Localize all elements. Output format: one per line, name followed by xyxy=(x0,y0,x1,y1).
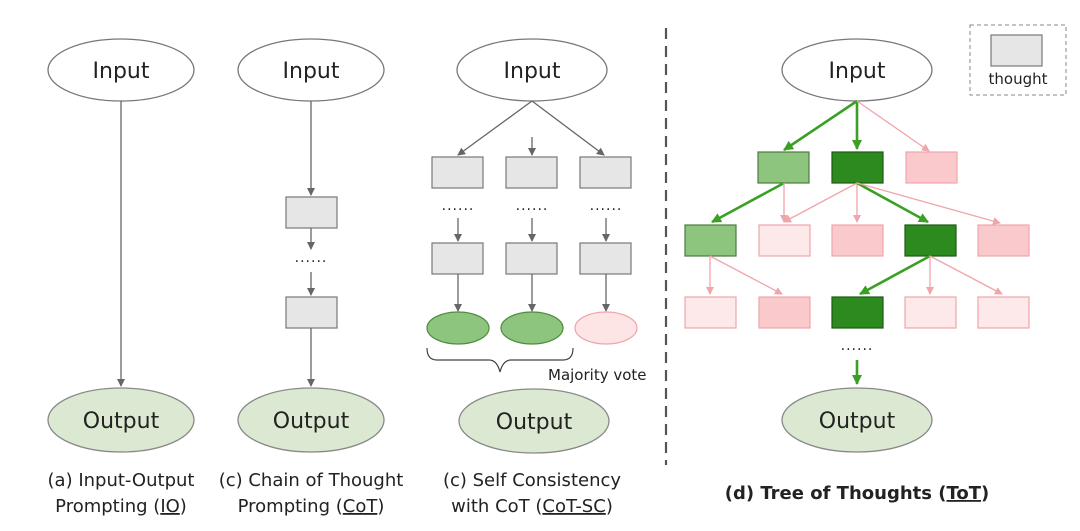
sc-output-label: Output xyxy=(496,410,573,435)
sc-answer-node xyxy=(574,311,638,345)
tot-thought-node xyxy=(684,296,737,329)
io-link: IO xyxy=(160,496,179,517)
tot-panel: thought Input xyxy=(684,24,1067,504)
tot-link: ToT xyxy=(946,483,981,504)
tot-edge-pruned xyxy=(929,255,1003,295)
sc-answer-node xyxy=(426,311,490,345)
majority-vote-label: Majority vote xyxy=(548,366,647,384)
cot-sc-link: CoT-SC xyxy=(542,496,605,517)
tot-thought-node xyxy=(758,296,811,329)
io-output-node xyxy=(47,387,195,453)
sc-input-label: Input xyxy=(504,59,561,84)
cot-thought-node xyxy=(285,296,338,329)
sc-thought-node xyxy=(505,156,558,189)
cot-sc-panel: Input ...... ...... ...... Majority vote… xyxy=(426,38,647,517)
tot-thought-node xyxy=(831,296,884,329)
sc-edge xyxy=(457,100,533,156)
tot-output-label: Output xyxy=(819,409,896,434)
legend-label: thought xyxy=(989,70,1048,88)
tot-thought-node xyxy=(905,151,958,184)
tot-edge-pruned xyxy=(856,182,1001,225)
tot-thought-node xyxy=(977,224,1030,257)
cot-output-node xyxy=(237,387,385,453)
sc-thought-node xyxy=(505,242,558,275)
tot-thought-node xyxy=(831,224,884,257)
tot-input-label: Input xyxy=(829,59,886,84)
tot-edge-selected xyxy=(783,99,858,152)
legend-thought-swatch xyxy=(990,34,1043,67)
cot-panel: Input ...... Output (c) Chain of Thought… xyxy=(219,38,404,517)
io-caption-line1: (a) Input-Output xyxy=(48,470,195,491)
sc-answer-node xyxy=(500,311,564,345)
sc-caption-line1: (c) Self Consistency xyxy=(443,470,621,491)
tot-thought-node xyxy=(977,296,1030,329)
sc-dots: ...... xyxy=(590,198,623,214)
cot-caption-line1: (c) Chain of Thought xyxy=(219,470,404,491)
sc-thought-node xyxy=(579,156,632,189)
tot-caption: (d) Tree of Thoughts (ToT) xyxy=(725,483,990,504)
tot-edge-selected xyxy=(711,181,785,224)
tot-thought-node xyxy=(757,151,810,184)
sc-output-node xyxy=(458,388,610,454)
cot-caption-line2: Prompting (CoT) xyxy=(238,496,385,517)
tot-edge-selected xyxy=(856,181,929,224)
sc-dots: ...... xyxy=(516,198,549,214)
tot-edge-pruned xyxy=(783,182,858,223)
tot-thought-node xyxy=(758,224,811,257)
tot-thought-node xyxy=(904,296,957,329)
tot-edge-selected xyxy=(859,254,931,296)
sc-thought-node xyxy=(431,242,484,275)
tot-thought-node xyxy=(831,151,884,184)
tot-thought-node xyxy=(904,224,957,257)
io-output-label: Output xyxy=(83,409,160,434)
cot-input-label: Input xyxy=(283,59,340,84)
cot-link: CoT xyxy=(343,496,379,517)
cot-thought-node xyxy=(285,196,338,229)
tot-dots: ...... xyxy=(841,338,874,354)
io-caption-line2: Prompting (IO) xyxy=(55,496,187,517)
tot-edge-pruned xyxy=(709,255,783,295)
cot-output-label: Output xyxy=(273,409,350,434)
sc-caption-line2: with CoT (CoT-SC) xyxy=(451,496,613,517)
tot-thought-node xyxy=(684,224,737,257)
sc-thought-node xyxy=(431,156,484,189)
majority-vote-brace xyxy=(426,347,574,373)
sc-edge xyxy=(531,100,605,156)
io-input-label: Input xyxy=(93,59,150,84)
tot-edge-pruned xyxy=(856,100,930,152)
io-panel: Input Output (a) Input-Output Prompting … xyxy=(47,38,195,517)
sc-thought-node xyxy=(579,242,632,275)
sc-dots: ...... xyxy=(442,198,475,214)
tot-output-node xyxy=(781,387,933,453)
cot-dots: ...... xyxy=(295,250,328,266)
